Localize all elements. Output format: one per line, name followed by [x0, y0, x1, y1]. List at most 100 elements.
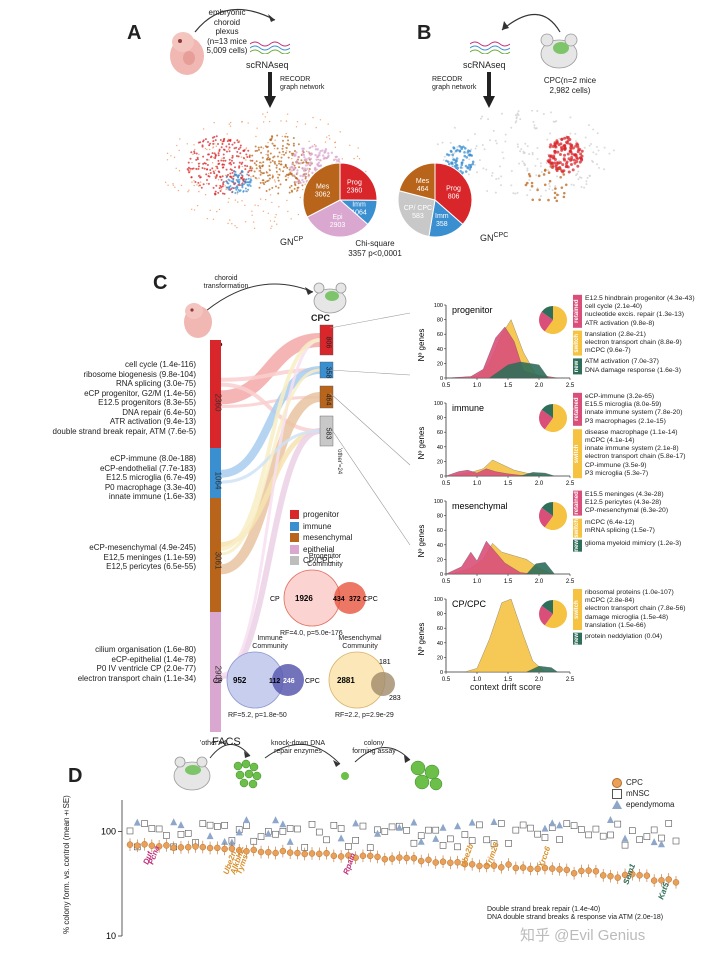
graph-node: [230, 122, 231, 123]
y-tick-label: 40: [437, 347, 443, 353]
graph-node: [198, 165, 200, 167]
mnsc-marker: [506, 840, 512, 846]
y-tick-label: 40: [437, 445, 443, 451]
d-y-tick-label: 100: [101, 826, 116, 836]
graph-node: [212, 140, 214, 142]
ependymoma-marker: [177, 821, 184, 828]
graph-node: [329, 138, 330, 139]
graph-node: [581, 150, 584, 153]
graph-node: [289, 192, 291, 194]
graph-node: [278, 174, 280, 176]
graph-node: [219, 209, 220, 210]
graph-node: [302, 150, 304, 152]
watermark: 知乎 @Evil Genius: [520, 924, 645, 945]
graph-node: [538, 175, 541, 178]
graph-node: [245, 221, 246, 222]
graph-node: [194, 209, 195, 210]
mnsc-marker: [447, 836, 453, 842]
graph-node: [229, 179, 231, 181]
graph-node: [295, 181, 297, 183]
tag-new: new: [573, 540, 582, 552]
graph-node: [260, 198, 261, 199]
mnsc-marker: [287, 826, 293, 832]
graph-node: [514, 193, 516, 195]
y-tick-label: 0: [440, 474, 443, 480]
enrichment-term: P3 macrophages (2.1e-15): [585, 418, 682, 426]
graph-node: [219, 176, 221, 178]
drift-annotations-progenitor: retainedE12.5 hindbrain progenitor (4.3e…: [573, 295, 715, 378]
d-y-tick-label: 10: [106, 931, 116, 940]
graph-node: [165, 182, 166, 183]
cp-terms-epithelial: cilium organisation (1.6e-80)eCP-epithel…: [20, 645, 196, 683]
graph-node: [208, 144, 210, 146]
graph-node: [325, 148, 327, 150]
graph-node: [213, 219, 214, 220]
mnsc-marker: [273, 831, 279, 837]
y-tick-label: 100: [434, 303, 443, 309]
enrichment-term: P3 microglia (5.3e-7): [585, 470, 686, 478]
graph-node: [245, 190, 247, 192]
graph-node: [228, 198, 229, 199]
pie-label: Imm: [352, 201, 366, 208]
cpc-marker: [171, 845, 177, 851]
enrichment-term: innate immune system (7.8e-20): [585, 409, 682, 417]
graph-node: [250, 160, 252, 162]
graph-node: [221, 179, 223, 181]
mnsc-marker: [615, 821, 621, 827]
graph-node: [200, 181, 201, 182]
graph-node: [531, 198, 534, 201]
graph-node: [241, 156, 242, 157]
graph-node: [237, 191, 239, 193]
graph-node: [280, 163, 282, 165]
y-tick-label: 80: [437, 318, 443, 324]
tag-retained: retained: [573, 491, 582, 516]
graph-node: [588, 124, 590, 126]
graph-node: [189, 158, 191, 160]
graph-node: [245, 153, 247, 155]
mnsc-marker: [163, 832, 169, 838]
ependymoma-marker: [243, 816, 250, 823]
venn-progenitor-a: 1926: [295, 594, 313, 603]
graph-node: [298, 214, 299, 215]
graph-node: [289, 167, 291, 169]
graph-node: [237, 201, 238, 202]
graph-node: [223, 164, 225, 166]
graph-node: [554, 187, 557, 190]
graph-node: [229, 140, 231, 142]
graph-node: [218, 154, 220, 156]
graph-node: [547, 199, 550, 202]
graph-node: [267, 150, 269, 152]
graph-node: [201, 167, 203, 169]
graph-node: [216, 166, 218, 168]
graph-node: [278, 206, 279, 207]
graph-node: [576, 173, 578, 175]
cp-terms-immune: eCP-immune (8.0e-188)eCP-endothelial (7.…: [20, 454, 196, 502]
ependymoma-marker: [134, 819, 141, 826]
graph-node: [282, 170, 284, 172]
ependymoma-marker: [272, 816, 279, 823]
graph-node: [469, 154, 472, 157]
graph-node: [262, 165, 264, 167]
graph-node: [229, 219, 230, 220]
drift-plot-title: progenitor: [452, 305, 493, 315]
graph-node: [272, 143, 274, 145]
graph-node: [495, 192, 497, 194]
graph-node: [540, 162, 542, 164]
graph-node: [270, 228, 271, 229]
graph-node: [258, 147, 260, 149]
graph-node: [231, 187, 233, 189]
graph-node: [254, 204, 255, 205]
ependymoma-marker: [549, 819, 556, 826]
y-tick-label: 60: [437, 430, 443, 436]
graph-node: [502, 151, 504, 153]
graph-node: [178, 150, 179, 151]
graph-node: [267, 156, 269, 158]
connector-line: [330, 427, 410, 545]
graph-node: [280, 120, 281, 121]
x-tick-label: 1.5: [504, 481, 513, 487]
graph-node: [215, 170, 216, 171]
graph-node: [264, 181, 266, 183]
panel-d-letter: D: [68, 765, 82, 788]
drift-plot-progenitor: 0204060801000.51.01.52.02.5Nº genesproge…: [410, 295, 575, 393]
graph-node: [574, 133, 576, 135]
